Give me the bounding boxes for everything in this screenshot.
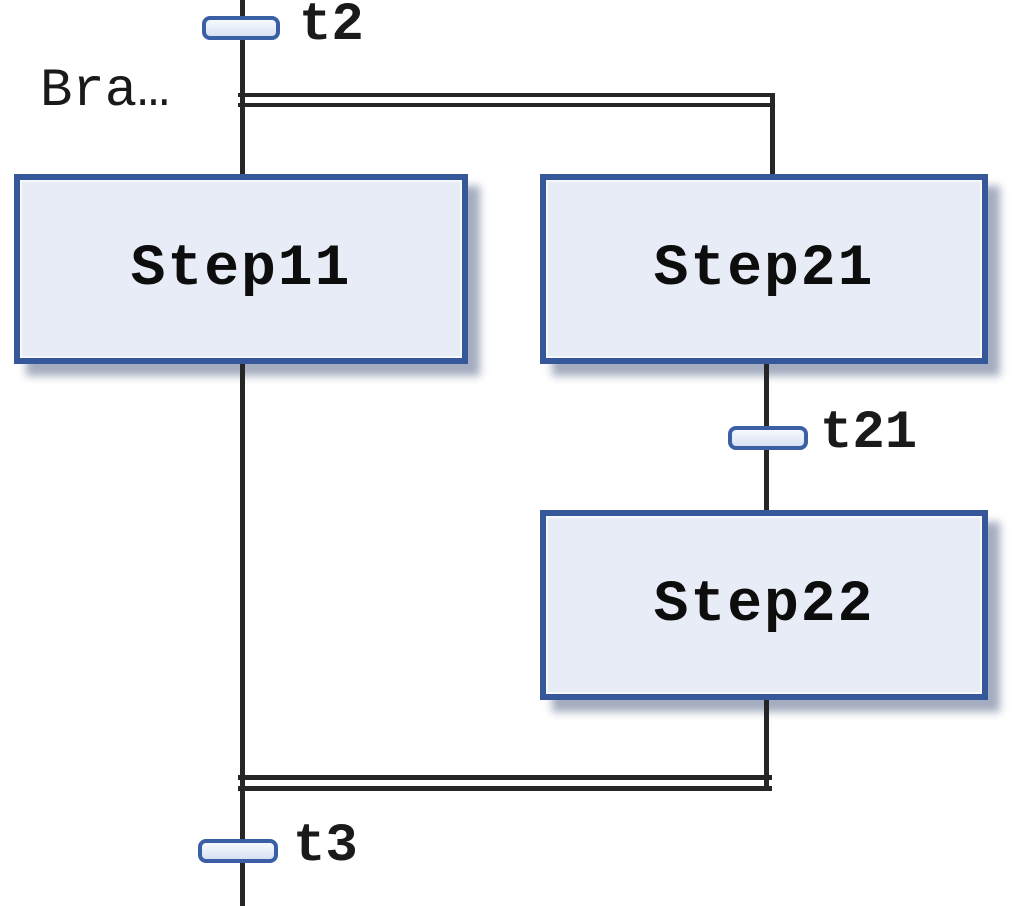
transition-t21-label: t21	[820, 403, 918, 464]
transition-t3-bar[interactable]	[198, 839, 278, 863]
transition-t21-bar[interactable]	[728, 426, 808, 450]
step-step21-label: Step21	[653, 236, 875, 302]
connector-divergence-step21	[770, 93, 775, 174]
transition-t3-label: t3	[293, 816, 358, 877]
divergence-line-lower	[238, 103, 775, 107]
step-step11[interactable]: Step11	[14, 174, 468, 364]
connector-step22-convergence	[764, 700, 769, 791]
divergence-line-upper	[238, 93, 775, 97]
step-step11-label: Step11	[130, 236, 352, 302]
step-step21[interactable]: Step21	[540, 174, 988, 364]
flow-line-left-branch	[240, 364, 245, 906]
transition-t2-label: t2	[299, 0, 364, 56]
step-step22-label: Step22	[653, 572, 875, 638]
branch-name-label: Bra…	[40, 61, 170, 122]
step-step22[interactable]: Step22	[540, 510, 988, 700]
flow-line-top	[240, 0, 245, 174]
convergence-line-upper	[238, 775, 772, 780]
convergence-line-lower	[238, 786, 772, 791]
transition-t2-bar[interactable]	[202, 16, 280, 40]
